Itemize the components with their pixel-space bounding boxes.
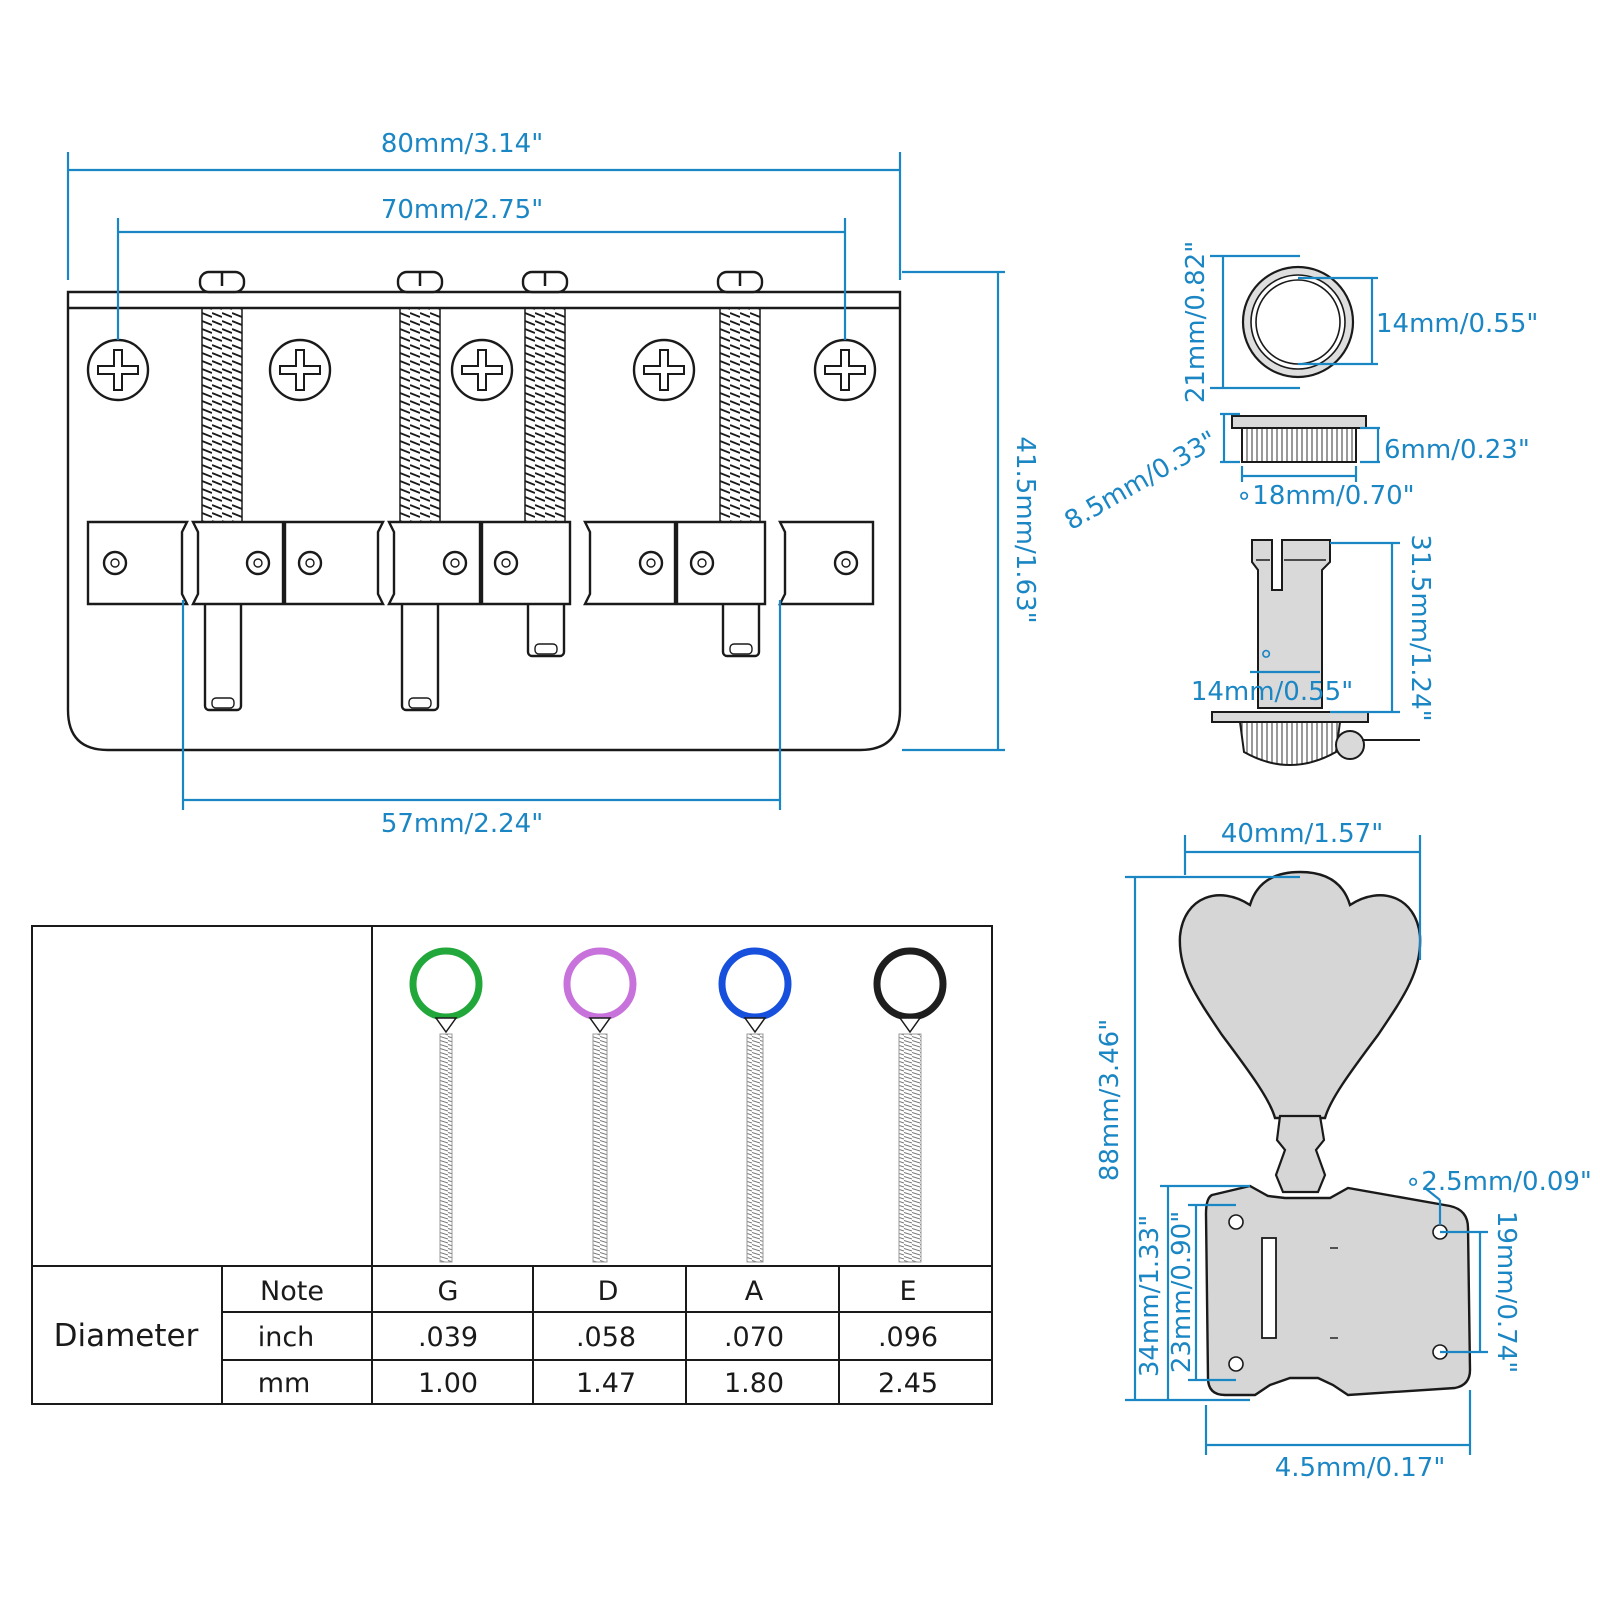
inch-a: .070 bbox=[724, 1322, 784, 1353]
note-g: G bbox=[438, 1276, 459, 1307]
height-screw bbox=[203, 598, 243, 712]
intonation-screw bbox=[521, 270, 569, 523]
saddle bbox=[86, 520, 285, 606]
string-ball-end-d bbox=[563, 947, 637, 1021]
intonation-screw bbox=[716, 270, 764, 523]
string-ball-end-e bbox=[873, 947, 947, 1021]
post-height: 31.5mm/1.24" bbox=[1405, 534, 1435, 721]
tuner-mounting-hole bbox=[1228, 1356, 1244, 1372]
diameter-label: Diameter bbox=[54, 1318, 199, 1354]
height-screws bbox=[203, 598, 761, 712]
ferrule-body-height: 6mm/0.23" bbox=[1384, 435, 1530, 465]
bridge-dimensions: 80mm/3.14" 70mm/2.75" 57mm/2.24" 41.5mm/… bbox=[66, 129, 1040, 839]
height-screw bbox=[400, 598, 440, 712]
string-winding bbox=[592, 1033, 608, 1263]
saddle bbox=[675, 520, 875, 606]
saddle bbox=[283, 520, 482, 606]
tuner-hole-spacing-left: 23mm/0.90" bbox=[1167, 1211, 1197, 1373]
tuner-base-plate bbox=[1204, 1184, 1472, 1397]
note-d: D bbox=[598, 1276, 619, 1307]
post-diameter-symbol: ∘ bbox=[1258, 639, 1274, 669]
table-column: E .096 2.45 bbox=[873, 947, 947, 1399]
tuner-key: 40mm/1.57" 88mm/3.46" 34mm/1.33" 23mm/0.… bbox=[1095, 819, 1592, 1483]
tuner-plate-width: 4.5mm/0.17" bbox=[1275, 1453, 1446, 1483]
tuner-plate-height: 34mm/1.33" bbox=[1135, 1215, 1165, 1377]
tuner-key-head bbox=[1178, 870, 1422, 1120]
ferrule-total-height: 8.5mm/0.33" bbox=[1060, 425, 1223, 536]
note-label: Note bbox=[260, 1276, 324, 1307]
intonation-screw bbox=[396, 270, 444, 523]
bridge-screw-spacing: 70mm/2.75" bbox=[381, 195, 543, 225]
bridge-drawing: 80mm/3.14" 70mm/2.75" 57mm/2.24" 41.5mm/… bbox=[66, 129, 1040, 839]
note-e: E bbox=[899, 1276, 916, 1307]
table-column: D .058 1.47 bbox=[563, 947, 637, 1399]
ferrule-inner-diameter: 14mm/0.55" bbox=[1376, 309, 1538, 339]
table-column: G .039 1.00 bbox=[409, 947, 483, 1399]
string-winding bbox=[746, 1033, 764, 1263]
mm-g: 1.00 bbox=[418, 1368, 478, 1399]
mm-label: mm bbox=[258, 1368, 311, 1399]
tuner-mounting-hole bbox=[1228, 1214, 1244, 1230]
tuner-width: 40mm/1.57" bbox=[1221, 819, 1383, 849]
string-diameter-table: Diameter Note inch mm G .039 1.00 D .058… bbox=[31, 925, 993, 1405]
ferrule-outer-diameter: 21mm/0.82" bbox=[1181, 241, 1211, 403]
note-a: A bbox=[745, 1276, 764, 1307]
bridge-overall-width: 80mm/3.14" bbox=[381, 129, 543, 159]
height-screw bbox=[721, 598, 761, 658]
inch-e: .096 bbox=[878, 1322, 938, 1353]
mm-e: 2.45 bbox=[878, 1368, 938, 1399]
bridge-saddle-spacing: 57mm/2.24" bbox=[381, 809, 543, 839]
intonation-screws bbox=[198, 270, 764, 523]
tuner-length: 88mm/3.46" bbox=[1095, 1019, 1125, 1181]
string-winding bbox=[439, 1033, 453, 1263]
table-column: A .070 1.80 bbox=[718, 947, 792, 1399]
mounting-screw bbox=[450, 338, 514, 402]
saddle bbox=[480, 520, 677, 606]
mounting-screw bbox=[813, 338, 877, 402]
saddles bbox=[86, 520, 875, 606]
mounting-screw bbox=[86, 338, 150, 402]
intonation-screw bbox=[198, 270, 246, 523]
tuner-hole-spacing-right: 19mm/0.74" bbox=[1491, 1211, 1521, 1373]
string-post: 31.5mm/1.24" ∘ 14mm/0.55" bbox=[1191, 534, 1435, 766]
mm-d: 1.47 bbox=[576, 1368, 636, 1399]
string-ball-end-a bbox=[718, 947, 792, 1021]
mounting-screw bbox=[632, 338, 696, 402]
ferrule-side-view: 6mm/0.23" ∘18mm/0.70" 8.5mm/0.33" bbox=[1060, 412, 1530, 537]
mm-a: 1.80 bbox=[724, 1368, 784, 1399]
tuner-hole-diameter: ∘2.5mm/0.09" bbox=[1405, 1167, 1592, 1197]
post-diameter: 14mm/0.55" bbox=[1191, 677, 1353, 707]
height-screw bbox=[526, 598, 566, 658]
ferrule-top-view: 21mm/0.82" 14mm/0.55" bbox=[1181, 241, 1538, 403]
mounting-screws bbox=[86, 338, 877, 402]
bridge-height: 41.5mm/1.63" bbox=[1010, 436, 1040, 623]
inch-label: inch bbox=[258, 1322, 315, 1353]
string-ball-end-g bbox=[409, 947, 483, 1021]
mounting-screw bbox=[268, 338, 332, 402]
string-winding bbox=[898, 1033, 922, 1263]
ferrule-flange-diameter: ∘18mm/0.70" bbox=[1236, 481, 1415, 511]
inch-g: .039 bbox=[418, 1322, 478, 1353]
inch-d: .058 bbox=[576, 1322, 636, 1353]
